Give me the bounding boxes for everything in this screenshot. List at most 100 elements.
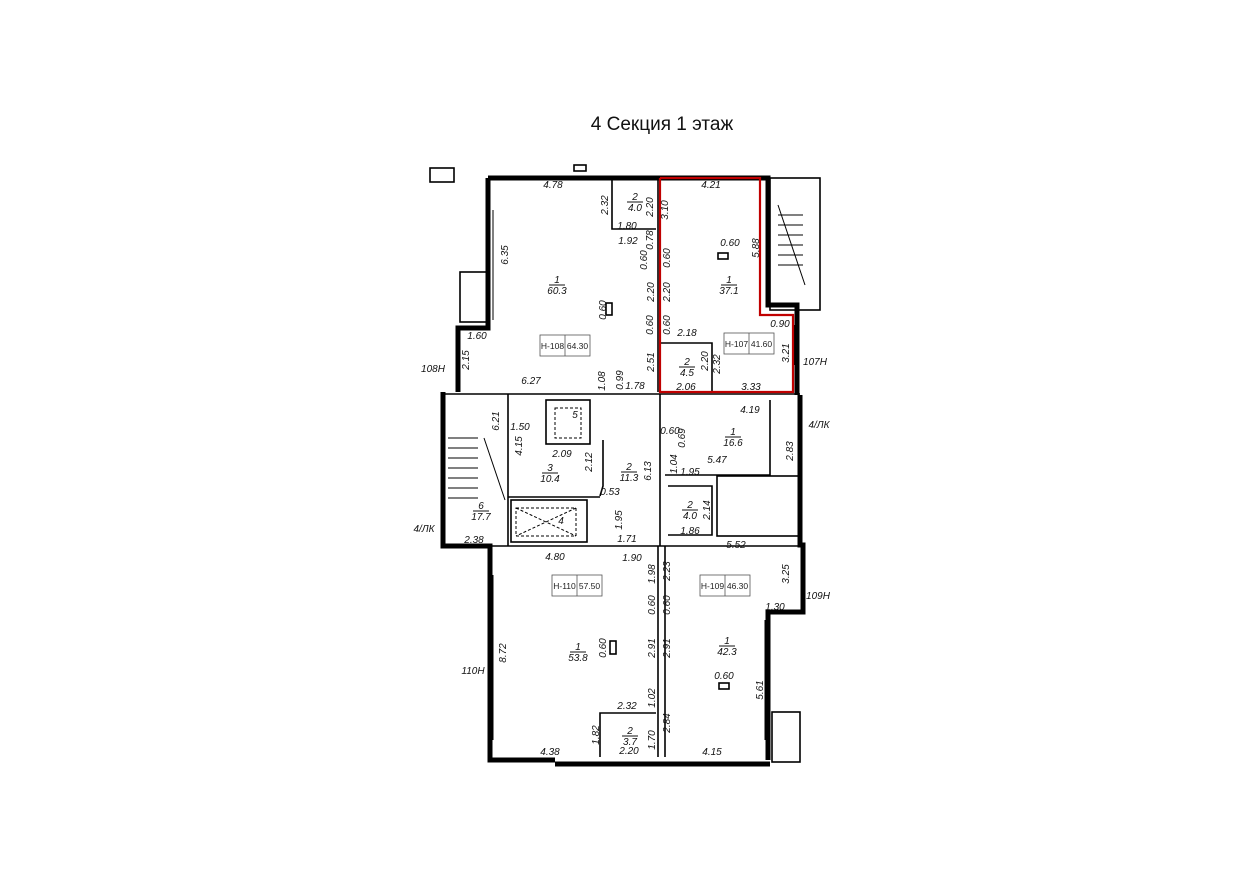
dimension-label: 3.33 bbox=[741, 382, 761, 393]
dimension-label: 0.60 bbox=[598, 638, 609, 658]
room-area: 17.7 bbox=[471, 512, 491, 523]
dimension-label: 3.25 bbox=[781, 564, 792, 584]
dimension-label: 0.60 bbox=[720, 238, 740, 249]
dimension-label: 2.32 bbox=[616, 701, 637, 712]
room-number: 2 bbox=[683, 357, 690, 368]
dimension-label: 2.20 bbox=[662, 282, 673, 303]
exit-label: 110Н bbox=[461, 666, 485, 677]
apartment-area: 57.50 bbox=[579, 581, 601, 591]
dimension-label: 2.20 bbox=[618, 746, 639, 757]
plan-title: 4 Секция 1 этаж bbox=[590, 114, 734, 135]
dimension-label: 2.84 bbox=[662, 713, 673, 734]
walls bbox=[429, 164, 821, 767]
dimension-label: 1.50 bbox=[510, 422, 530, 433]
room-number: 2 bbox=[626, 726, 633, 737]
elevator-number: 4 bbox=[558, 516, 564, 527]
dimension-label: 2.32 bbox=[712, 354, 723, 375]
dimension-label: 5.88 bbox=[751, 238, 762, 258]
dimension-label: 0.60 bbox=[639, 250, 650, 270]
dimension-label: 0.60 bbox=[598, 300, 609, 320]
exit-label: 107Н bbox=[803, 357, 828, 368]
exit-label: 109Н bbox=[806, 591, 831, 602]
dimension-label: 4.80 bbox=[545, 552, 565, 563]
dimension-label: 0.78 bbox=[645, 230, 656, 250]
dimension-label: 0.60 bbox=[714, 671, 734, 682]
dimension-label: 2.14 bbox=[702, 500, 713, 521]
dimension-label: 2.20 bbox=[700, 351, 711, 372]
exit-label: 4/ЛК bbox=[413, 524, 435, 535]
elevator-number: 5 bbox=[572, 410, 578, 421]
dimension-label: 0.53 bbox=[600, 487, 620, 498]
exit-label: 108Н bbox=[421, 364, 446, 375]
dimension-label: 0.60 bbox=[645, 315, 656, 335]
dimension-label: 4.15 bbox=[514, 436, 525, 456]
room-area: 60.3 bbox=[547, 286, 567, 297]
room-area: 42.3 bbox=[717, 647, 737, 658]
dimension-label: 1.78 bbox=[625, 381, 645, 392]
apartment-id: Н-109 bbox=[701, 581, 724, 591]
room-number: 1 bbox=[726, 275, 732, 286]
room-number: 1 bbox=[730, 427, 736, 438]
dimension-label: 0.90 bbox=[770, 319, 790, 330]
dimension-label: 3.21 bbox=[781, 343, 792, 362]
room-number: 2 bbox=[686, 500, 693, 511]
dimension-label: 0.60 bbox=[662, 595, 673, 615]
room-number: 2 bbox=[625, 462, 632, 473]
dimension-label: 6.27 bbox=[521, 376, 541, 387]
dimension-label: 5.61 bbox=[755, 680, 766, 699]
apartment-area: 46.30 bbox=[727, 581, 749, 591]
room-labels: 160.324.0137.124.5310.4211.3617.7116.624… bbox=[471, 192, 743, 748]
dimension-label: 2.83 bbox=[785, 441, 796, 462]
dimension-label: 1.04 bbox=[669, 454, 680, 474]
dimension-label: 2.23 bbox=[662, 561, 673, 582]
dimension-label: 0.60 bbox=[647, 595, 658, 615]
dimension-label: 1.70 bbox=[647, 730, 658, 750]
exit-label: 4/ЛК bbox=[808, 420, 830, 431]
dimension-label: 1.71 bbox=[617, 534, 636, 545]
dimension-label: 2.91 bbox=[662, 638, 673, 658]
dimension-label: 6.13 bbox=[643, 461, 654, 481]
dimension-label: 2.20 bbox=[646, 282, 657, 303]
dimension-label: 5.52 bbox=[726, 540, 746, 551]
room-area: 16.6 bbox=[723, 438, 743, 449]
dimension-label: 1.80 bbox=[617, 221, 637, 232]
dimension-label: 2.38 bbox=[463, 535, 484, 546]
dimension-label: 0.60 bbox=[662, 315, 673, 335]
dimension-label: 2.20 bbox=[645, 197, 656, 218]
dimension-label: 0.69 bbox=[677, 428, 688, 448]
room-area: 4.0 bbox=[628, 203, 642, 214]
dimension-label: 8.72 bbox=[498, 643, 509, 663]
dimension-label: 1.60 bbox=[467, 331, 487, 342]
dimension-label: 1.86 bbox=[680, 526, 700, 537]
dimension-label: 3.10 bbox=[660, 200, 671, 220]
dimension-label: 2.51 bbox=[646, 352, 657, 372]
dimension-label: 2.09 bbox=[551, 449, 572, 460]
dimension-label: 2.12 bbox=[584, 452, 595, 473]
dimension-label: 6.35 bbox=[500, 245, 511, 265]
apartment-id: Н-108 bbox=[541, 341, 564, 351]
elevator-labels: 54 bbox=[558, 410, 578, 527]
apartment-area: 41.60 bbox=[751, 339, 773, 349]
room-number: 6 bbox=[478, 501, 484, 512]
dimension-label: 2.06 bbox=[675, 382, 696, 393]
room-number: 1 bbox=[575, 642, 581, 653]
room-area: 53.8 bbox=[568, 653, 588, 664]
room-area: 3.7 bbox=[623, 737, 637, 748]
dimension-label: 5.47 bbox=[707, 455, 727, 466]
room-number: 2 bbox=[631, 192, 638, 203]
apartment-area: 64.30 bbox=[567, 341, 589, 351]
dimension-label: 4.38 bbox=[540, 747, 560, 758]
highlighted-apartment-outline bbox=[658, 176, 795, 394]
dimension-label: 1.92 bbox=[618, 236, 638, 247]
dimension-label: 0.60 bbox=[662, 248, 673, 268]
dimension-label: 1.02 bbox=[647, 688, 658, 708]
dimension-label: 4.21 bbox=[701, 180, 720, 191]
room-number: 3 bbox=[547, 463, 553, 474]
dimension-label: 2.15 bbox=[461, 350, 472, 371]
dimension-label: 2.18 bbox=[676, 328, 697, 339]
dimension-label: 1.98 bbox=[647, 564, 658, 584]
dimension-label: 0.99 bbox=[615, 370, 626, 390]
